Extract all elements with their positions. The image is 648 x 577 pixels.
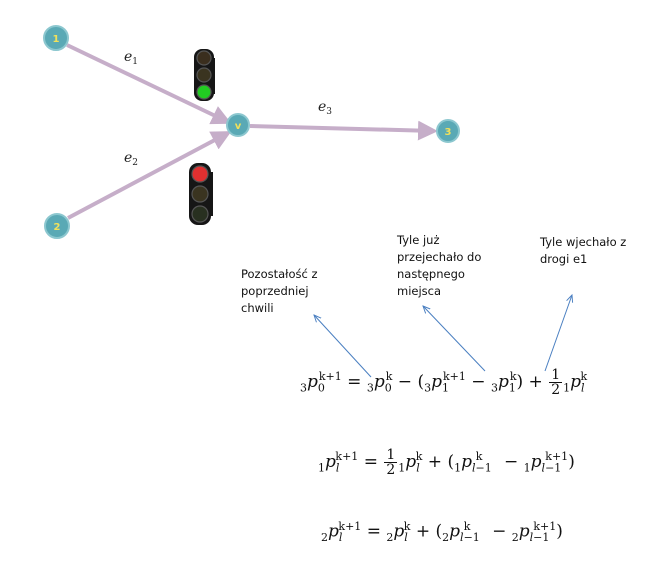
edge-e2: [67, 131, 232, 220]
node-v-label: v: [235, 121, 242, 132]
edge-label-e1-sub: 1: [132, 57, 138, 67]
edge-label-e1: e1: [124, 49, 138, 67]
edge-label-e2: e2: [124, 150, 138, 168]
traffic-light-lower-red-lamp: [191, 165, 209, 183]
annotation-entered: Tyle wjechało z drogi e1: [540, 235, 627, 266]
traffic-light-lower-icon: [189, 163, 213, 225]
annotation-moved: Tyle już przejechało do następnego miejs…: [397, 233, 482, 298]
edge-label-e3-var: e: [318, 99, 326, 115]
annotation-arrow-moved: [423, 306, 486, 372]
node-v: v: [226, 113, 250, 137]
traffic-light-lower-green-lamp: [191, 205, 209, 223]
edge-e1: [66, 43, 232, 125]
node-3-label: 3: [445, 127, 452, 138]
annotation-arrow-remainder: [314, 315, 372, 378]
edge-label-e2-sub: 2: [132, 158, 138, 168]
node-1: 1: [43, 25, 69, 51]
node-3: 3: [436, 119, 460, 143]
node-2-label: 2: [54, 222, 61, 233]
edge-e3: [249, 120, 438, 141]
traffic-light-upper-green-lamp: [196, 84, 212, 100]
annotation-remainder: Pozostałość z poprzedniej chwili: [241, 267, 318, 315]
traffic-light-upper-red-lamp: [196, 50, 212, 66]
edge-label-e1-var: e: [124, 49, 132, 65]
edge-label-e3-sub: 3: [326, 107, 332, 117]
node-1-label: 1: [53, 34, 60, 45]
traffic-light-upper-yellow-lamp: [196, 67, 212, 83]
equation-3: 2plk+1 = 2plk + (2pl−1k − 2pl−1k+1): [321, 520, 563, 545]
traffic-light-lower-yellow-lamp: [191, 185, 209, 203]
edge-label-e2-var: e: [124, 150, 132, 166]
node-2: 2: [44, 213, 70, 239]
annotation-arrow-entered: [544, 295, 572, 372]
edge-label-e3: e3: [318, 99, 332, 117]
traffic-light-upper-icon: [194, 49, 215, 101]
